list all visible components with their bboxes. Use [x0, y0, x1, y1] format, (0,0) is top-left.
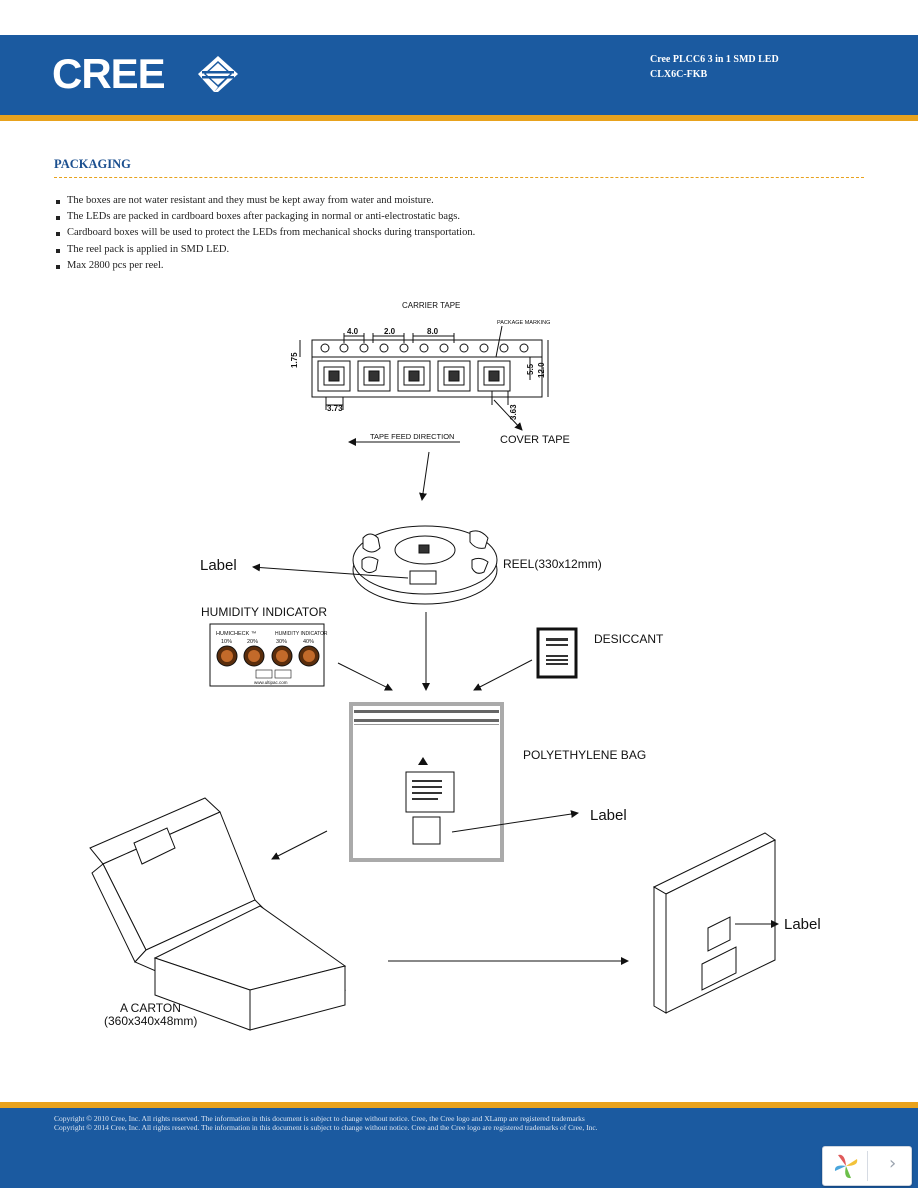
list-item: The LEDs are packed in cardboard boxes a…	[56, 209, 475, 225]
packaging-notes-list: The boxes are not water resistant and th…	[56, 193, 475, 274]
tape-pocket	[437, 360, 471, 392]
humidity-card-url: www.ultipac.com	[254, 680, 288, 685]
nav-separator	[867, 1151, 868, 1181]
open-carton	[89, 797, 347, 1031]
humidity-10-label: 10%	[221, 639, 232, 645]
page-header	[0, 35, 918, 115]
carton-size-label: (360x340x48mm)	[104, 1014, 197, 1028]
dim-2: 2.0	[384, 327, 396, 336]
humidity-30-label: 30%	[276, 639, 287, 645]
humidity-indicator-card: HUMICHECK ™ HUMIDITY INDICATOR 10% 20% 3…	[209, 623, 328, 687]
part-number: CLX6C-FKB	[650, 69, 708, 80]
list-item: The boxes are not water resistant and th…	[56, 193, 475, 209]
cree-logo: CREE	[52, 50, 238, 97]
header-accent-stripe	[0, 115, 918, 121]
copyright-line-2010: Copyright © 2010 Cree, Inc. All rights r…	[54, 1114, 585, 1123]
dim-363: 3.63	[509, 404, 518, 420]
tape-feed-direction-label: TAPE FEED DIRECTION	[370, 432, 454, 441]
document-title: Cree PLCC6 3 in 1 SMD LED CLX6C-FKB	[650, 52, 779, 82]
dim-55: 5.5	[526, 363, 535, 375]
pinwheel-logo-icon	[834, 1154, 858, 1179]
footer-accent-stripe	[0, 1102, 918, 1108]
box-label-callout: Label	[784, 916, 821, 933]
desiccant-label: DESICCANT	[594, 632, 664, 646]
list-item: Cardboard boxes will be used to protect …	[56, 225, 475, 241]
polyethylene-bag-label: POLYETHYLENE BAG	[523, 748, 646, 762]
polyethylene-bag	[349, 702, 504, 862]
packaging-diagram: CARRIER TAPE PACKAGE MARKING 4.0 2.0 8.0…	[89, 301, 821, 1031]
humidity-20-label: 20%	[247, 639, 258, 645]
section-heading: PACKAGING	[54, 157, 131, 171]
humidity-40-label: 40%	[303, 639, 314, 645]
reel-label-callout: Label	[200, 557, 237, 574]
tape-pocket	[397, 360, 431, 392]
cree-logo-text: CREE	[52, 50, 165, 97]
reel-size-label: REEL(330x12mm)	[503, 557, 602, 571]
carrier-tape-drawing: CARRIER TAPE	[299, 301, 549, 431]
desiccant-pack	[536, 627, 578, 679]
humidity-indicator-title: HUMIDITY INDICATOR	[201, 605, 327, 619]
copyright-line-2014: Copyright © 2014 Cree, Inc. All rights r…	[54, 1123, 598, 1132]
carton-label: A CARTON	[120, 1001, 181, 1015]
tape-pocket	[317, 360, 351, 392]
reel-drawing	[352, 525, 498, 605]
dim-373: 3.73	[327, 404, 343, 413]
cree-logo-diamond-icon	[198, 56, 238, 92]
carrier-tape-label: CARRIER TAPE	[402, 301, 460, 310]
page-footer	[0, 1108, 918, 1188]
product-family: Cree PLCC6 3 in 1 SMD LED	[650, 54, 779, 65]
next-page-chevron-icon[interactable]: ›	[889, 1153, 897, 1174]
cover-tape-label: COVER TAPE	[500, 434, 570, 446]
closed-box	[652, 832, 776, 1014]
tape-pocket	[477, 360, 511, 392]
dim-pitch-4: 4.0	[347, 327, 359, 336]
list-item: The reel pack is applied in SMD LED.	[56, 242, 475, 258]
section-divider	[54, 177, 864, 178]
package-marking-label: PACKAGE MARKING	[497, 320, 550, 326]
humidity-card-heading: HUMIDITY INDICATOR	[275, 631, 328, 637]
dim-12: 12.0	[537, 362, 546, 378]
tape-pocket	[357, 360, 391, 392]
humicheck-brand: HUMICHECK ™	[216, 631, 256, 637]
dim-175: 1.75	[290, 352, 299, 368]
dim-8: 8.0	[427, 327, 439, 336]
list-item: Max 2800 pcs per reel.	[56, 258, 475, 274]
page-nav-widget[interactable]: ›	[822, 1146, 912, 1186]
bag-label-callout: Label	[590, 807, 627, 824]
